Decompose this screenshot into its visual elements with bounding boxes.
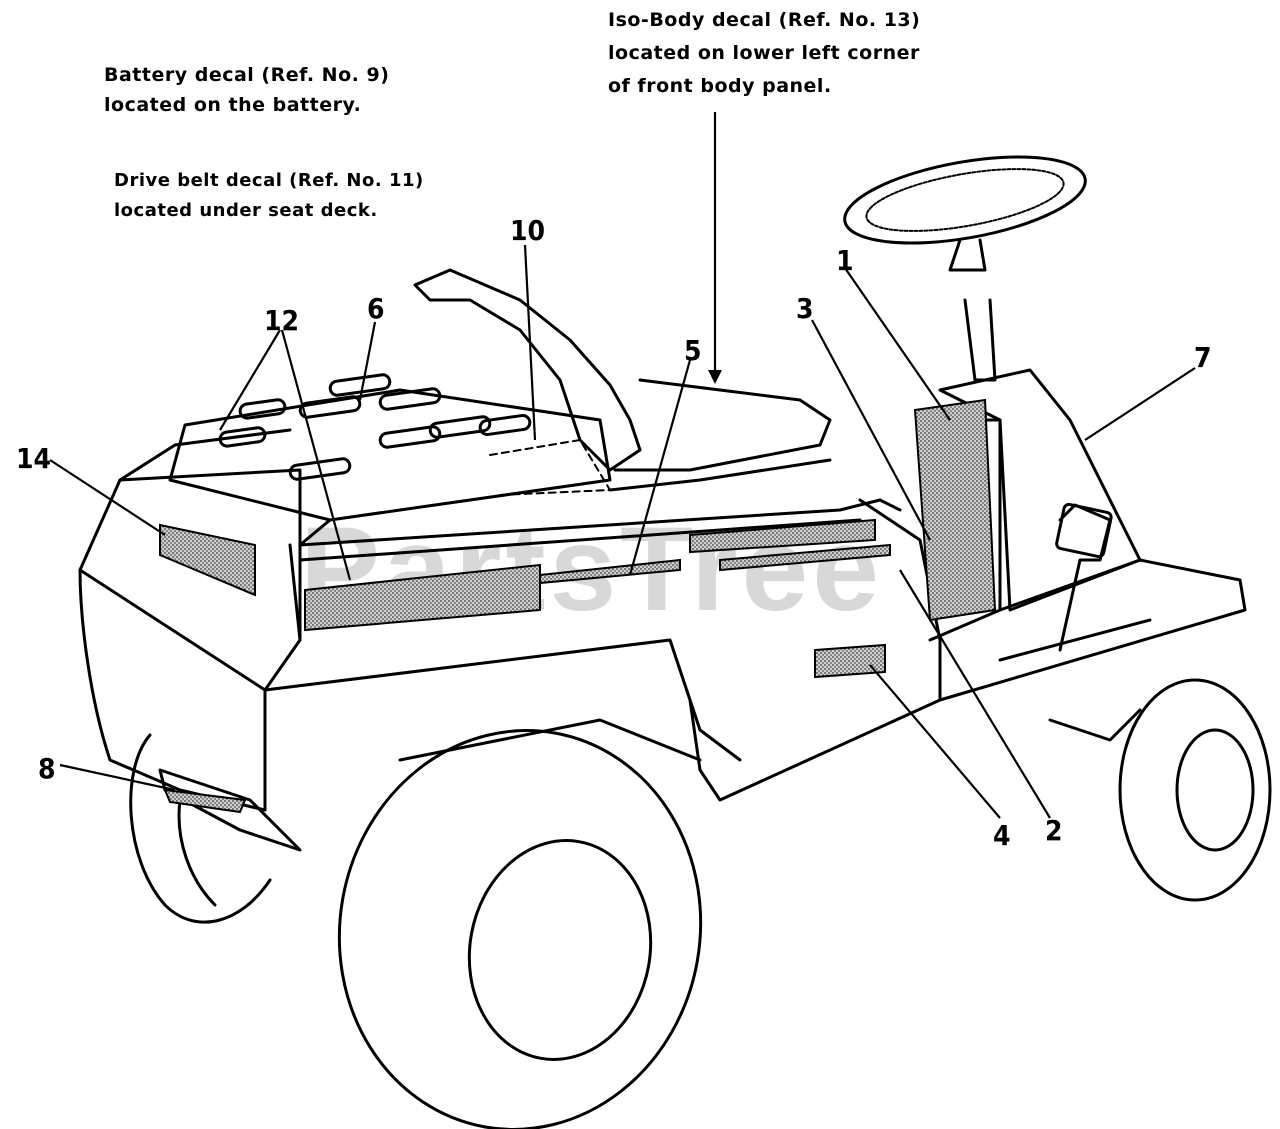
decal-3-dash xyxy=(913,398,997,622)
iso-body-note-line2: located on lower left corner xyxy=(608,42,920,64)
leader-2 xyxy=(899,569,1051,819)
rear-left-wheel xyxy=(129,733,272,924)
leader-6 xyxy=(358,321,377,401)
callout-2: 2 xyxy=(1045,814,1063,847)
drive-belt-decal-note: Drive belt decal (Ref. No. 11) located u… xyxy=(114,166,424,226)
callout-5: 5 xyxy=(684,334,702,367)
decal-8 xyxy=(163,788,247,814)
decal-2-upper xyxy=(689,518,876,554)
decal-14 xyxy=(159,523,256,597)
callout-8: 8 xyxy=(38,752,56,785)
steering-hub xyxy=(948,238,987,272)
floor-pan xyxy=(928,558,1247,702)
seat-cushion xyxy=(613,378,832,472)
cover-slot xyxy=(428,415,492,439)
cover-side-edge xyxy=(298,498,882,547)
drive-belt-note-line1: Drive belt decal (Ref. No. 11) xyxy=(114,170,424,191)
side-panel-upper-line xyxy=(298,518,862,562)
decal-12 xyxy=(304,563,541,632)
iso-body-note-line1: Iso-Body decal (Ref. No. 13) xyxy=(608,9,921,31)
cover-slot xyxy=(298,395,362,419)
cover-slot xyxy=(378,425,442,449)
battery-decal-note: Battery decal (Ref. No. 9) located on th… xyxy=(104,60,389,120)
rear-right-hub xyxy=(467,839,653,1061)
mower-outline xyxy=(78,155,1272,1129)
dash-tower-edge xyxy=(983,418,1002,612)
iso-body-decal-note: Iso-Body decal (Ref. No. 13) located on … xyxy=(608,4,920,103)
callout-12: 12 xyxy=(264,304,299,337)
floor-rib xyxy=(998,618,1152,662)
dash-tower xyxy=(938,368,1142,612)
pedal-arm xyxy=(1058,503,1112,652)
steering-wheel-outer xyxy=(843,155,1087,245)
seat-base xyxy=(608,458,832,492)
front-axle xyxy=(1048,708,1142,742)
callout-labels: 1 2 3 4 5 6 7 8 10 12 14 xyxy=(16,214,1212,852)
leader-14 xyxy=(49,459,166,536)
callout-10: 10 xyxy=(510,214,545,247)
leader-7 xyxy=(1084,367,1196,441)
leader-8 xyxy=(59,763,176,792)
cover-slot xyxy=(218,426,267,448)
leader-12a xyxy=(219,329,281,431)
iso-body-note-line3: of front body panel. xyxy=(608,75,832,97)
callout-14: 14 xyxy=(16,442,51,475)
front-body-top xyxy=(878,498,902,512)
decals xyxy=(159,398,997,814)
pedal xyxy=(1055,502,1113,559)
battery-note-line1: Battery decal (Ref. No. 9) xyxy=(104,64,390,86)
leader-lines xyxy=(49,112,1196,819)
leader-10 xyxy=(523,244,537,441)
rear-left-wheel-inner xyxy=(177,798,217,907)
callout-6: 6 xyxy=(367,292,385,325)
steering-column xyxy=(963,298,997,382)
leader-1 xyxy=(844,267,951,421)
decal-2-lower xyxy=(719,543,891,572)
callout-1: 1 xyxy=(836,244,854,277)
drive-belt-note-line2: located under seat deck. xyxy=(114,200,378,221)
rear-body-top-edge xyxy=(118,428,292,482)
front-right-hub xyxy=(1175,728,1255,852)
decal-4 xyxy=(814,643,886,679)
body-lower-crease xyxy=(263,638,742,762)
seat-back xyxy=(413,268,642,472)
callout-7: 7 xyxy=(1194,341,1212,374)
side-panel-front-edge xyxy=(288,543,302,642)
callout-4: 4 xyxy=(993,819,1011,852)
cover-slot xyxy=(238,398,287,420)
battery-note-line2: located on the battery. xyxy=(104,94,362,116)
cover-slot xyxy=(478,413,532,437)
fender-line xyxy=(398,718,702,762)
front-right-wheel xyxy=(1118,678,1272,902)
iso-body-arrowhead xyxy=(708,370,722,384)
steering-wheel-inner xyxy=(865,168,1065,232)
leader-5 xyxy=(628,359,692,576)
rear-body-crease xyxy=(78,568,267,692)
rear-right-wheel xyxy=(337,729,703,1129)
battery-outline-dashed xyxy=(489,439,611,496)
cover-slot xyxy=(378,387,442,411)
leader-12b xyxy=(280,329,352,581)
leader-4 xyxy=(869,664,1001,819)
leader-3 xyxy=(811,319,931,541)
callout-3: 3 xyxy=(796,292,814,325)
rear-body-left-panel xyxy=(78,468,302,812)
